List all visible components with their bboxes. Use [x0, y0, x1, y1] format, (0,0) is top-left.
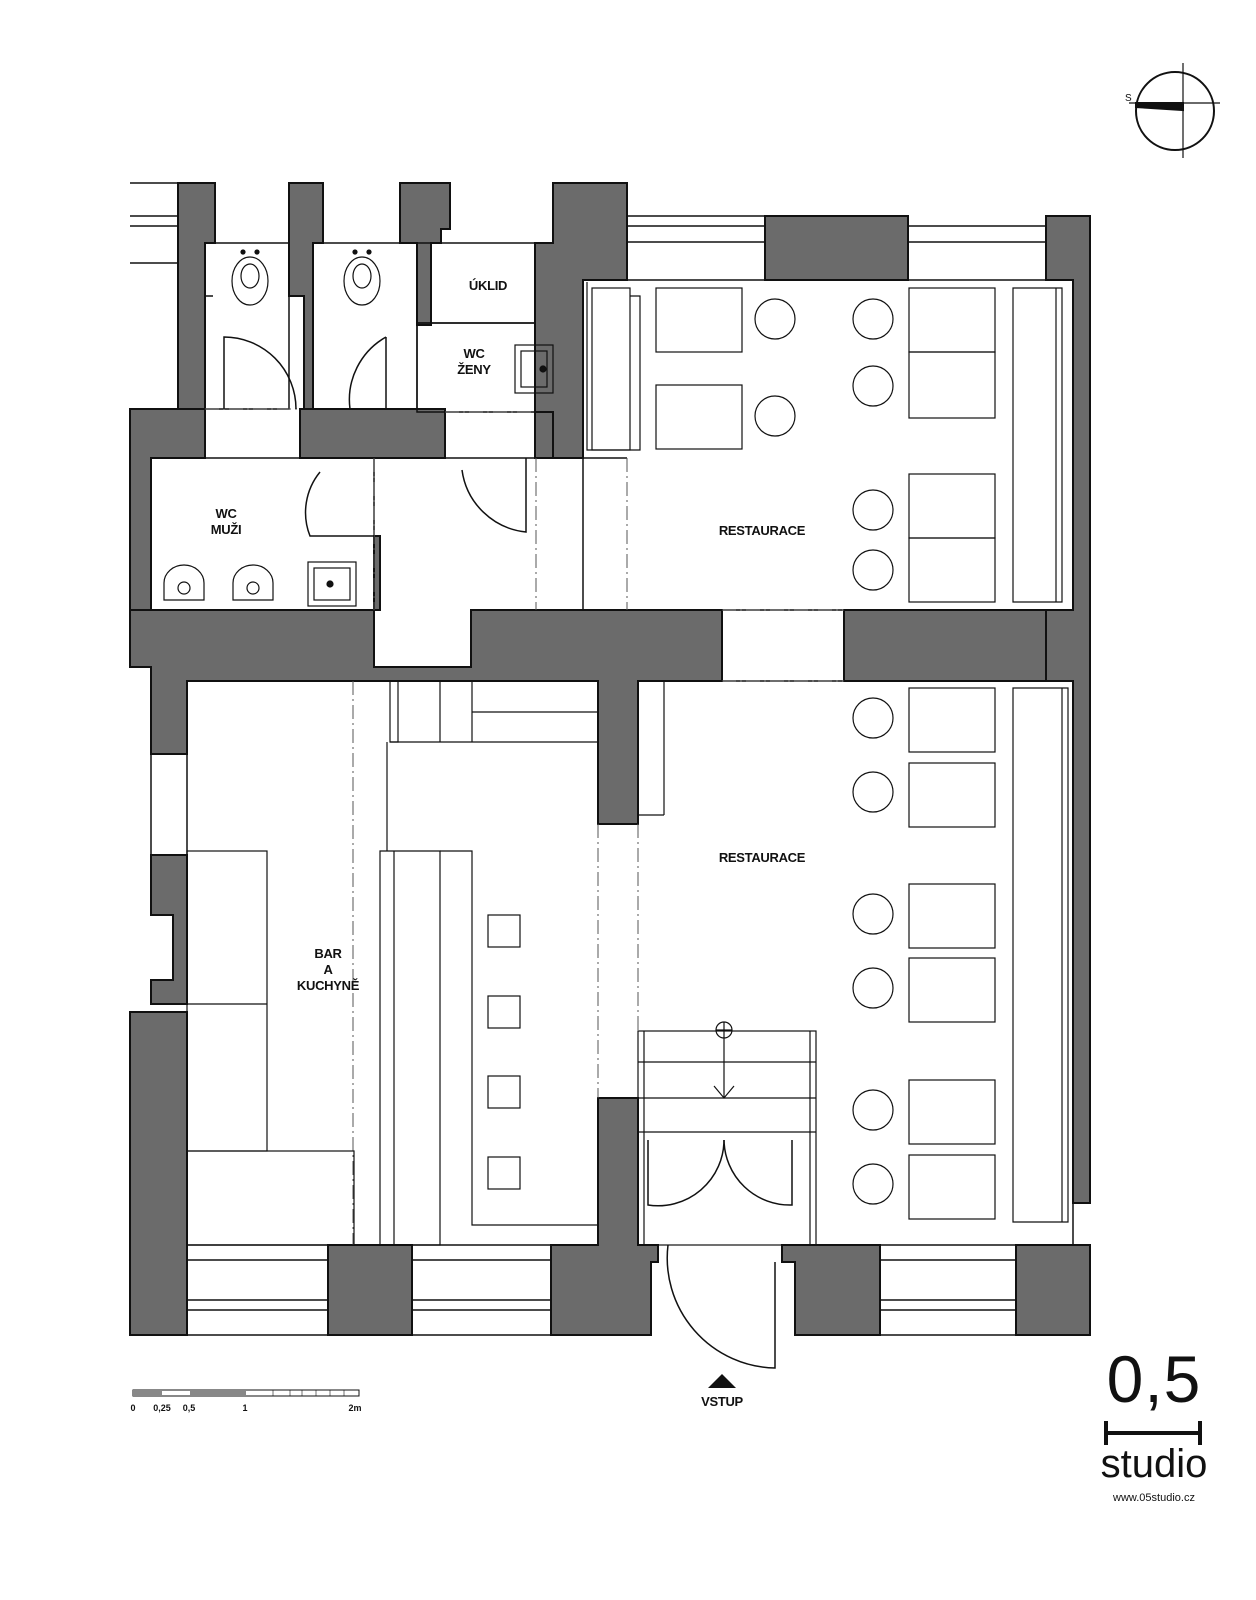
- door-entrance-right: [723, 1139, 793, 1206]
- toilet-1: [231, 256, 269, 306]
- sink-zeny: [514, 344, 554, 394]
- door-main: [666, 1244, 776, 1369]
- lower-restaurant-furniture: [638, 681, 1069, 1223]
- logo-bar-icon: [1104, 1421, 1202, 1445]
- room-label-wc-muzi-1: WC: [215, 506, 237, 521]
- scale-label-2m: 2m: [348, 1403, 361, 1413]
- door-wc-2: [348, 336, 387, 410]
- chairs-upper: [754, 298, 894, 591]
- compass-north-icon: S: [1125, 63, 1220, 158]
- wall-left-upper: [129, 408, 206, 611]
- toilet-2: [343, 256, 381, 306]
- urinal-1: [163, 564, 205, 601]
- logo-url[interactable]: www.05studio.cz: [1113, 1492, 1195, 1504]
- entrance-stairs: [637, 1021, 817, 1246]
- room-label-wc-zeny-2: ŽENY: [457, 362, 491, 377]
- sink-muzi: [307, 561, 357, 607]
- wall-top-block: [764, 215, 909, 281]
- wall-pillar-2: [288, 182, 324, 410]
- bar-stools: [487, 914, 521, 1190]
- compass-label: S: [1125, 93, 1132, 104]
- room-label-restaurace-upper: RESTAURACE: [719, 523, 806, 538]
- wall-wc-divider: [299, 408, 446, 459]
- door-wc-1: [223, 336, 297, 410]
- chairs-lower: [852, 697, 894, 1205]
- wall-middle-left: [129, 535, 723, 825]
- room-label-restaurace-lower: RESTAURACE: [719, 850, 806, 865]
- entrance-arrow-icon: [708, 1374, 736, 1388]
- room-label-bar-1: BAR: [314, 946, 342, 961]
- wall-bottom-2: [550, 1097, 659, 1336]
- scale-label-0: 0: [130, 1403, 135, 1413]
- room-label-uklid: ÚKLID: [469, 278, 507, 293]
- logo-number: 0,5: [1106, 1342, 1202, 1416]
- room-label-bar-3: KUCHYNĚ: [297, 978, 360, 993]
- door-wc-zeny: [461, 458, 527, 533]
- walls: [129, 182, 1091, 1336]
- wall-center-stub: [534, 411, 554, 459]
- upper-restaurant-furniture: [586, 282, 1063, 603]
- urinal-2: [232, 564, 274, 601]
- room-labels: ÚKLID WC ŽENY WC MUŽI RESTAURACE RESTAUR…: [211, 278, 806, 993]
- room-label-wc-zeny-1: WC: [463, 346, 485, 361]
- scale-bar: 0 0,25 0,5 1 2m: [130, 1389, 362, 1413]
- wall-pillar-3: [399, 182, 451, 326]
- scale-label-05: 0,5: [183, 1403, 196, 1413]
- wall-bottom-1: [327, 1244, 413, 1336]
- wall-bottom-4: [1015, 1244, 1091, 1336]
- bar-kitchen-furniture: [186, 681, 598, 1246]
- door-wc-muzi: [304, 471, 374, 537]
- wall-left-lower: [129, 1011, 188, 1336]
- scale-label-025: 0,25: [153, 1403, 171, 1413]
- wall-bottom-3: [781, 1244, 881, 1336]
- entrance-marker: VSTUP: [701, 1374, 744, 1409]
- wall-left-niche: [150, 854, 188, 1005]
- scale-label-1: 1: [242, 1403, 247, 1413]
- fixtures: [163, 249, 554, 607]
- logo-name: studio: [1100, 1442, 1208, 1486]
- doors: [223, 336, 793, 1369]
- room-label-wc-muzi-2: MUŽI: [211, 522, 242, 537]
- room-label-bar-2: A: [323, 962, 333, 977]
- entrance-label: VSTUP: [701, 1394, 743, 1409]
- wall-middle-right: [843, 609, 1047, 682]
- door-entrance-left: [647, 1139, 725, 1207]
